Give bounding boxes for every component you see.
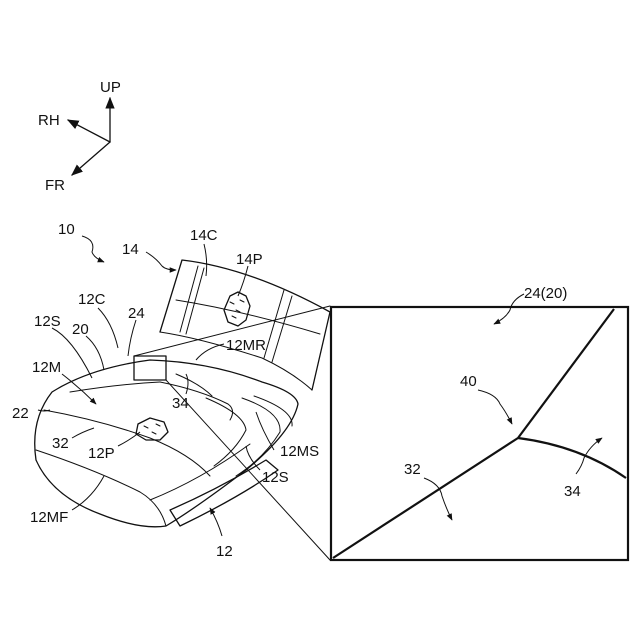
seat-back-pad xyxy=(224,292,250,326)
leader-40 xyxy=(478,390,512,424)
label-40: 40 xyxy=(460,373,477,390)
leader-24-20 xyxy=(494,294,524,324)
leader-32-seat xyxy=(72,428,94,438)
seat-back-pad-texture xyxy=(230,300,244,318)
seat-cushion xyxy=(35,360,298,527)
cushion-rear-seam xyxy=(70,382,160,392)
seat-back-seam-right xyxy=(264,290,292,362)
seat-back-crease xyxy=(176,300,320,334)
leader-10 xyxy=(82,236,104,262)
label-14: 14 xyxy=(122,241,139,258)
projection-line-bottom xyxy=(166,380,330,560)
label-32-detail: 32 xyxy=(404,461,421,478)
leader-24 xyxy=(128,320,136,356)
label-24: 24 xyxy=(128,305,145,322)
label-12c: 12C xyxy=(78,291,106,308)
label-12: 12 xyxy=(216,543,233,560)
detail-line-upper xyxy=(518,309,614,438)
leader-12mr xyxy=(196,344,224,360)
seat-cushion-pad-texture xyxy=(144,424,160,434)
label-34-seat: 34 xyxy=(172,395,189,412)
rh-arrow xyxy=(68,120,110,142)
leader-34-seat xyxy=(186,374,188,394)
label-12ms: 12MS xyxy=(280,443,319,460)
leader-14 xyxy=(146,252,176,270)
cushion-front-seam xyxy=(44,410,210,476)
detail-frame xyxy=(331,307,628,560)
label-34-detail: 34 xyxy=(564,483,581,500)
leader-12mf xyxy=(72,476,104,510)
label-22: 22 xyxy=(12,405,29,422)
label-10: 10 xyxy=(58,221,75,238)
detail-view: 24(20) 40 32 34 xyxy=(331,285,628,560)
leader-12 xyxy=(210,508,222,536)
detail-line-32 xyxy=(333,438,518,558)
rh-label: RH xyxy=(38,112,60,129)
seat-labels: 10 14 14C 14P 12C 12S 20 24 12M 12MR 22 … xyxy=(12,221,319,560)
cushion-side-seam xyxy=(206,398,246,466)
cushion-rear-seam-right xyxy=(160,382,233,420)
seat-back xyxy=(160,260,330,390)
label-12p: 12P xyxy=(88,445,115,462)
label-12s-bottom: 12S xyxy=(262,469,289,486)
leader-34-detail xyxy=(576,438,602,474)
label-32-seat: 32 xyxy=(52,435,69,452)
label-12m: 12M xyxy=(32,359,61,376)
seat-cushion-outline xyxy=(35,360,298,527)
leader-12p xyxy=(118,432,140,446)
leader-14c xyxy=(204,244,207,276)
label-12s-top: 12S xyxy=(34,313,61,330)
label-12mf: 12MF xyxy=(30,509,68,526)
fr-arrow xyxy=(72,142,110,175)
seat-back-seam-left xyxy=(180,266,204,334)
seat-leader-lines xyxy=(38,236,274,536)
leader-12c xyxy=(98,308,118,348)
seat-back-outline xyxy=(160,260,330,390)
leader-14p xyxy=(238,266,248,296)
label-14p: 14P xyxy=(236,251,263,268)
detail-line-34 xyxy=(518,438,626,478)
direction-compass: UP RH FR xyxy=(38,79,121,194)
seat-cushion-pad xyxy=(136,418,168,440)
up-label: UP xyxy=(100,79,121,96)
leader-20 xyxy=(86,336,104,370)
label-14c: 14C xyxy=(190,227,218,244)
label-20: 20 xyxy=(72,321,89,338)
cushion-inner-seam xyxy=(176,374,212,396)
cushion-front-line xyxy=(150,444,250,500)
fr-label: FR xyxy=(45,177,65,194)
leader-12s-bottom xyxy=(246,446,260,470)
label-12mr: 12MR xyxy=(226,337,266,354)
label-24-20: 24(20) xyxy=(524,285,567,302)
